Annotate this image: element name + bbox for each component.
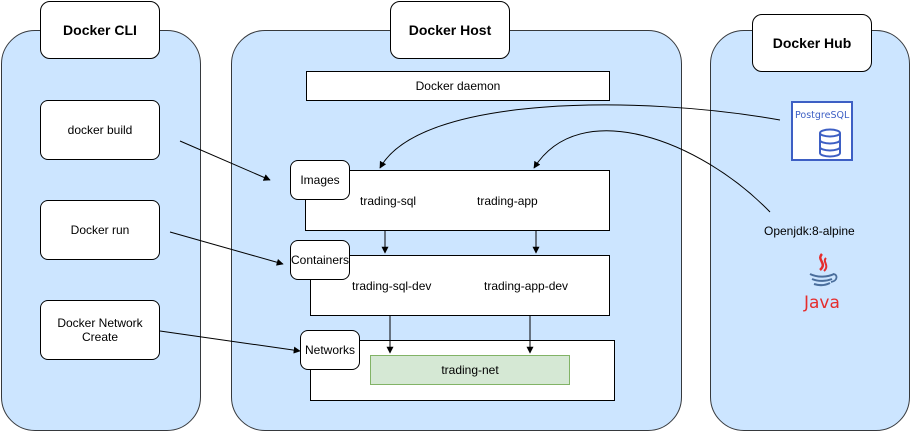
docker-run-command: Docker run — [40, 200, 160, 260]
images-container — [305, 170, 610, 231]
container-trading-sql-dev: trading-sql-dev — [352, 279, 432, 293]
docker-host-title: Docker Host — [390, 1, 510, 59]
container-trading-app-dev: trading-app-dev — [484, 279, 569, 293]
docker-daemon-box: Docker daemon — [306, 71, 610, 101]
java-logo-icon: Java — [803, 253, 840, 313]
image-trading-sql: trading-sql — [360, 194, 417, 208]
containers-label: Containers — [290, 240, 350, 280]
docker-build-command: docker build — [40, 100, 160, 160]
openjdk-label: Openjdk:8-alpine — [764, 224, 855, 238]
docker-cli-title: Docker CLI — [40, 1, 160, 59]
image-trading-app: trading-app — [477, 194, 538, 208]
images-label: Images — [290, 160, 350, 200]
network-trading-net: trading-net — [370, 355, 570, 385]
docker-hub-title: Docker Hub — [752, 14, 872, 72]
docker-network-create-command: Docker Network Create — [40, 300, 160, 360]
containers-container — [310, 255, 610, 316]
java-logo-text: Java — [803, 293, 840, 313]
postgresql-logo-text: PostgreSQL — [795, 110, 850, 121]
postgresql-database-icon: PostgreSQL — [791, 101, 853, 161]
networks-label: Networks — [300, 330, 360, 370]
